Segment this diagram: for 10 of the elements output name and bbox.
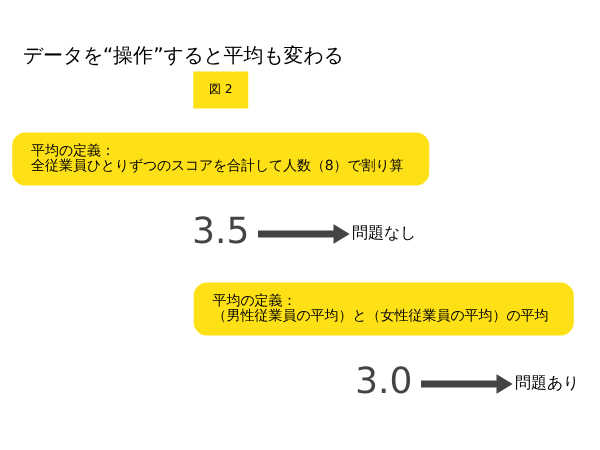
node-box: 平均の定義： 全従業員ひとりずつのスコアを合計して人数（8）で割り算 xyxy=(12,132,430,186)
label: 図 2 xyxy=(209,82,232,96)
node-text: 問題なし xyxy=(352,222,416,242)
node-text: 3.5 xyxy=(192,210,250,252)
node-text: 問題あり xyxy=(514,372,579,392)
node-text: 3.0 xyxy=(355,360,412,402)
node-box: 平均の定義： （男性従業員の平均）と（女性従業員の平均）の平均 xyxy=(194,282,574,336)
diagram-title: データを“操作”すると平均も変わる xyxy=(22,43,344,67)
arrow xyxy=(258,224,350,244)
arrow xyxy=(421,374,513,394)
